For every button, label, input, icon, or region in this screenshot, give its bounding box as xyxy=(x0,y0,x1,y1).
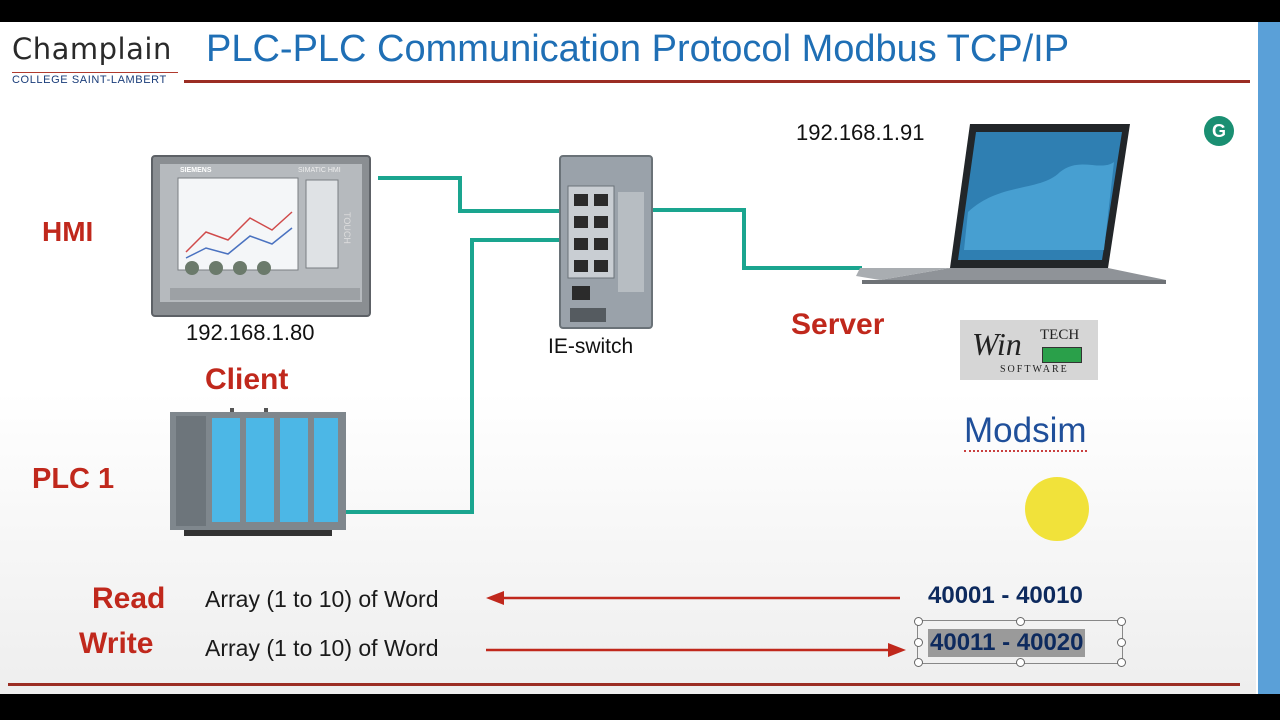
hmi-side-text: TOUCH xyxy=(342,212,352,244)
wintech-logo-bars xyxy=(1042,347,1082,363)
server-label: Server xyxy=(791,308,885,341)
selected-textbox[interactable] xyxy=(914,617,1126,667)
bottom-letterbox xyxy=(0,694,1280,720)
cable-switch-laptop xyxy=(605,208,862,270)
handle-tm[interactable] xyxy=(1016,617,1025,626)
hmi-device: SIEMENS SIMATIC HMI TOUCH xyxy=(151,155,371,317)
laptop-device xyxy=(856,124,1166,284)
wintech-logo-mid: Win xyxy=(972,326,1022,362)
plc-label: PLC 1 xyxy=(32,463,115,495)
read-label: Read xyxy=(92,582,166,615)
grammarly-icon[interactable]: G xyxy=(1204,116,1234,146)
wintech-logo: TECH Win SOFTWARE xyxy=(960,320,1098,380)
hmi-ip: 192.168.1.80 xyxy=(186,320,315,345)
handle-br[interactable] xyxy=(1117,658,1126,667)
client-label: Client xyxy=(205,363,289,396)
handle-tl[interactable] xyxy=(914,617,923,626)
college-logo-subtitle: COLLEGE SAINT-LAMBERT xyxy=(12,72,178,86)
handle-mr[interactable] xyxy=(1117,638,1126,647)
handle-tr[interactable] xyxy=(1117,617,1126,626)
college-logo: Champlain xyxy=(12,32,172,66)
hmi-label: HMI xyxy=(42,216,94,247)
footer-divider xyxy=(8,683,1240,686)
network-diagram: SIEMENS SIMATIC HMI TOUCH xyxy=(151,124,1166,657)
wintech-logo-top: TECH xyxy=(1040,327,1080,343)
plc-device xyxy=(170,408,346,536)
modsim-label: Modsim xyxy=(964,411,1087,452)
wintech-logo-bottom: SOFTWARE xyxy=(1000,364,1069,375)
handle-bm[interactable] xyxy=(1016,658,1025,667)
slide-title: PLC-PLC Communication Protocol Modbus TC… xyxy=(206,28,1070,70)
cable-hmi-switch xyxy=(378,176,578,213)
switch-label: IE-switch xyxy=(548,335,634,358)
slide: Champlain COLLEGE SAINT-LAMBERT PLC-PLC … xyxy=(0,22,1256,694)
write-label: Write xyxy=(79,627,154,660)
title-divider xyxy=(184,80,1250,83)
hmi-model: SIMATIC HMI xyxy=(298,167,341,174)
top-letterbox xyxy=(0,0,1280,22)
right-window-edge xyxy=(1256,22,1280,694)
write-type: Array (1 to 10) of Word xyxy=(205,635,439,661)
server-ip: 192.168.1.91 xyxy=(796,120,925,145)
hmi-brand: SIEMENS xyxy=(180,167,212,174)
cursor-highlight-icon xyxy=(1025,477,1089,541)
read-type: Array (1 to 10) of Word xyxy=(205,586,439,612)
handle-ml[interactable] xyxy=(914,638,923,647)
ie-switch-device xyxy=(559,155,653,329)
write-registers[interactable]: 40011 - 40020 xyxy=(928,629,1086,657)
read-registers: 40001 - 40010 xyxy=(928,582,1083,609)
handle-bl[interactable] xyxy=(914,658,923,667)
